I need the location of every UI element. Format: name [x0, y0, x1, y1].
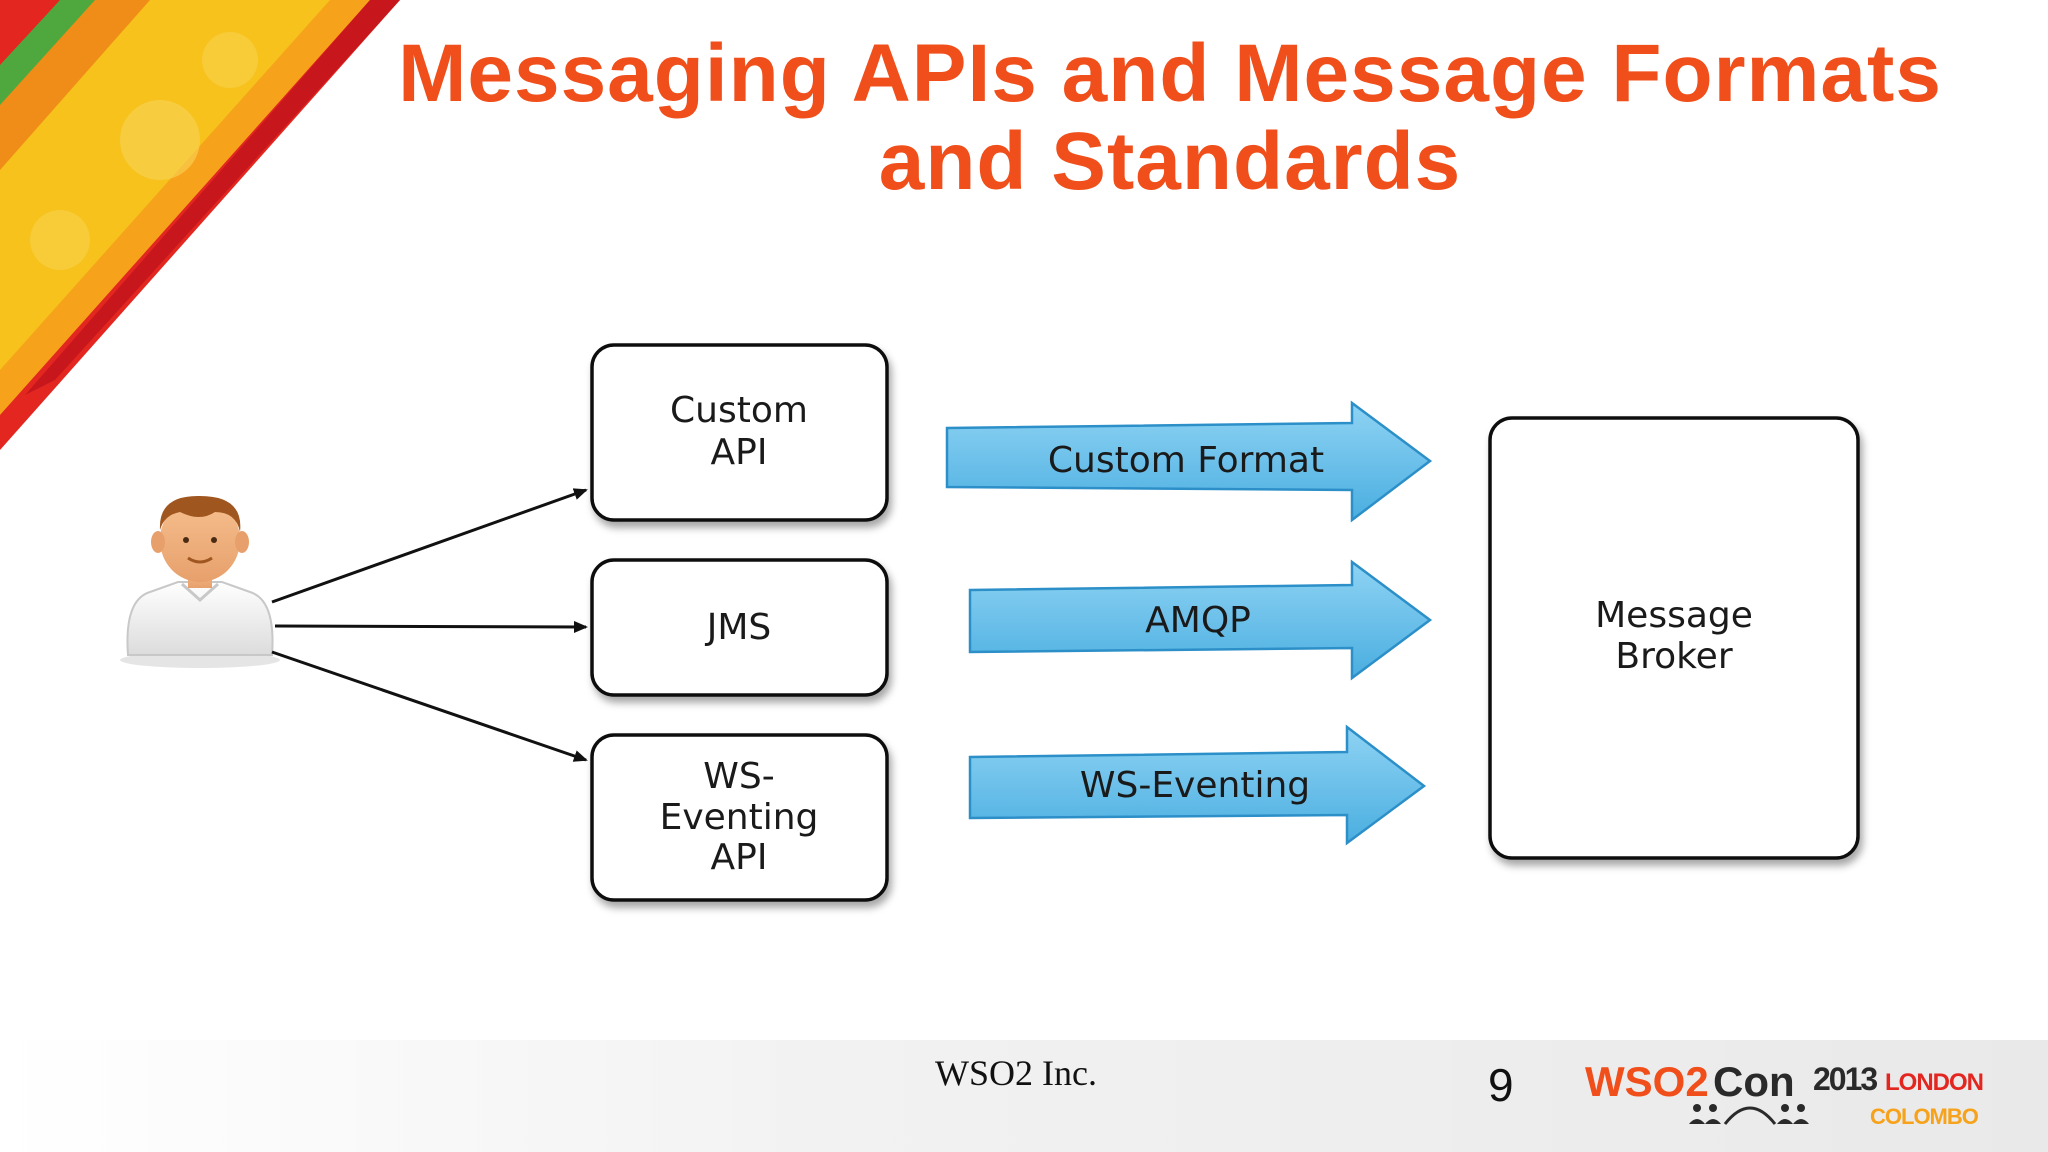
custom-format-arrow: Custom Format	[945, 400, 1433, 523]
custom-format-label: Custom Format	[1048, 440, 1324, 481]
ws-eventing-api-box: WS- Eventing API	[590, 733, 889, 902]
footer-bar	[0, 1040, 2048, 1152]
amqp-label: AMQP	[1145, 600, 1251, 641]
user-to-ws-eventing-arrow	[271, 650, 588, 762]
logo-people-icon	[1689, 1104, 1809, 1125]
ws-eventing-format-label: WS-Eventing	[1080, 765, 1310, 806]
footer-organization: WSO2 Inc.	[935, 1053, 1097, 1093]
ws-eventing-api-label-line1: WS-	[703, 756, 774, 797]
user-to-custom-api-arrow	[271, 488, 588, 604]
page-number: 9	[1488, 1059, 1514, 1111]
custom-api-label-line1: Custom	[670, 390, 808, 431]
message-broker-label-line1: Message	[1595, 595, 1753, 636]
ws-eventing-format-arrow: WS-Eventing	[968, 724, 1427, 846]
user-to-jms-arrow	[274, 620, 588, 633]
user-avatar-icon	[120, 495, 280, 668]
jms-box: JMS	[590, 558, 889, 697]
wso2con-logo: WSO2 Con 2013 LONDON COLOMBO	[1585, 1058, 1984, 1129]
architecture-diagram: Custom API JMS WS- Eventing API Custom F…	[120, 343, 1860, 902]
custom-api-label-line2: API	[711, 432, 768, 473]
jms-label: JMS	[705, 607, 772, 648]
message-broker-label-line2: Broker	[1615, 636, 1732, 677]
logo-con-text: Con	[1713, 1058, 1795, 1105]
slide-title: Messaging APIs and Message Formats and S…	[398, 28, 1942, 207]
corner-decoration	[0, 0, 400, 450]
ws-eventing-api-label-line2: Eventing	[660, 797, 819, 838]
logo-year-text: 2013	[1813, 1061, 1877, 1097]
custom-api-box: Custom API	[590, 343, 889, 522]
logo-city1-text: LONDON	[1885, 1069, 1983, 1096]
amqp-arrow: AMQP	[968, 559, 1433, 681]
message-broker-box: Message Broker	[1488, 416, 1860, 860]
ws-eventing-api-label-line3: API	[711, 837, 768, 878]
logo-city2-text: COLOMBO	[1870, 1104, 1979, 1129]
logo-wso2-text: WSO2	[1585, 1058, 1709, 1105]
